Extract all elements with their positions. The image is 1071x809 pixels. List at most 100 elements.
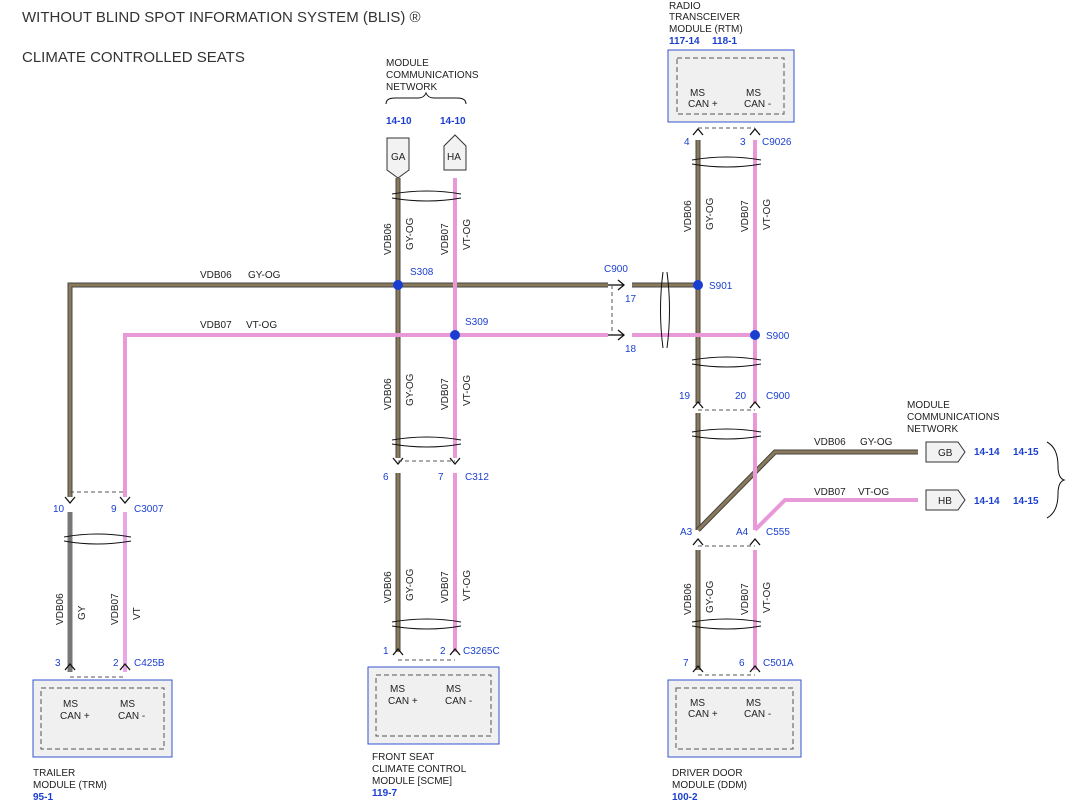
module-scme[interactable]: MS CAN + MS CAN - FRONT SEAT CLIMATE CON… <box>367 666 500 799</box>
pin-c425b-3: 3 <box>55 658 61 669</box>
hb-ref-2: 14-15 <box>1013 496 1039 507</box>
twist-markers <box>63 156 762 630</box>
wire-label-vdb06-h: VDB06 <box>200 270 232 281</box>
connector-c501a: C501A <box>763 658 794 669</box>
trm-pin-a2: CAN + <box>60 711 90 722</box>
vlabel-vdb07-1: VDB07 <box>440 223 451 255</box>
pin-c3007-10: 10 <box>53 504 65 515</box>
module-rtm[interactable]: RADIO TRANSCEIVER MODULE (RTM) 117-14 11… <box>667 1 795 123</box>
pin-c425b-2: 2 <box>113 658 119 669</box>
top-network-ref-left: 14-10 <box>386 116 412 127</box>
trm-name-1: TRAILER <box>33 768 75 779</box>
trm-pin-b: MS <box>120 699 135 710</box>
wire-label-vdb06-gb: VDB06 <box>814 437 846 448</box>
pin-c555-a3: A3 <box>680 527 693 538</box>
splice-label-s900: S900 <box>766 331 790 342</box>
wire-color-gy-og-h: GY-OG <box>248 270 281 281</box>
pin-c900-20: 20 <box>735 391 747 402</box>
right-network-line2: COMMUNICATIONS <box>907 412 1000 423</box>
vlabel-gyog-1: GY-OG <box>405 217 416 250</box>
splice-s900 <box>750 330 760 340</box>
scme-name-1: FRONT SEAT <box>372 752 434 763</box>
hb-ref-1: 14-14 <box>974 496 1000 507</box>
wire-label-vdb07-h: VDB07 <box>200 320 232 331</box>
scme-name-2: CLIMATE CONTROL <box>372 764 467 775</box>
pin-c3265c-2: 2 <box>440 646 446 657</box>
vlabel-vdb07-5: VDB07 <box>740 583 751 615</box>
wire-color-vt-og-hb: VT-OG <box>858 487 889 498</box>
splice-label-s901: S901 <box>709 281 733 292</box>
ddm-pin-b2: CAN - <box>744 709 771 720</box>
wire-vdb06-network <box>67 140 918 670</box>
splice-label-s309: S309 <box>465 317 489 328</box>
vlabel-gyog-2: GY-OG <box>405 373 416 406</box>
pin-c312-7: 7 <box>438 472 444 483</box>
splice-s309 <box>450 330 460 340</box>
connector-ha-label: HA <box>447 152 461 163</box>
top-network-line2: COMMUNICATIONS <box>386 70 479 81</box>
vlabel-vdb06-4: VDB06 <box>683 200 694 232</box>
vlabel-vdb07-4: VDB07 <box>740 200 751 232</box>
vlabel-vt: VT <box>132 607 143 620</box>
connector-c3007: C3007 <box>134 504 164 515</box>
connector-c312: C312 <box>465 472 489 483</box>
diagram-title: WITHOUT BLIND SPOT INFORMATION SYSTEM (B… <box>22 9 421 26</box>
scme-pin-a: MS <box>390 684 405 695</box>
connector-ha-shape <box>443 134 467 171</box>
pin-c900-17: 17 <box>625 294 637 305</box>
connector-shells <box>70 127 755 678</box>
scme-ref[interactable]: 119-7 <box>372 788 397 799</box>
wire-label-vdb07-hb: VDB07 <box>814 487 846 498</box>
vlabel-vdb06-3: VDB06 <box>383 571 394 603</box>
rtm-ref-1[interactable]: 117-14 <box>669 36 700 47</box>
module-trm[interactable]: MS CAN + MS CAN - TRAILER MODULE (TRM) 9… <box>32 679 173 803</box>
ddm-pin-b: MS <box>746 698 761 709</box>
vlabel-vdb06-5: VDB06 <box>683 583 694 615</box>
pin-c3265c-1: 1 <box>383 646 389 657</box>
connector-gb-shape <box>925 441 966 463</box>
rtm-pin-a: MS <box>690 88 705 99</box>
right-network-line3: NETWORK <box>907 424 958 435</box>
top-network-ref-right: 14-10 <box>440 116 466 127</box>
connector-hb-label: HB <box>938 496 952 507</box>
vlabel-vdb07-2: VDB07 <box>440 378 451 410</box>
connector-c3265c: C3265C <box>463 646 500 657</box>
pin-c3007-9: 9 <box>111 504 117 515</box>
connector-arrows <box>64 127 761 673</box>
trm-name-2: MODULE (TRM) <box>33 780 107 791</box>
module-ddm[interactable]: MS CAN + MS CAN - DRIVER DOOR MODULE (DD… <box>667 679 802 803</box>
vlabel-vdb06-1: VDB06 <box>383 223 394 255</box>
vlabel-vtog-1: VT-OG <box>462 219 473 250</box>
splice-s901 <box>693 280 703 290</box>
diagram-subtitle: CLIMATE CONTROLLED SEATS <box>22 49 245 66</box>
connector-ga-label: GA <box>391 152 406 163</box>
pin-rtm-4: 4 <box>684 137 690 148</box>
rtm-name-1: RADIO <box>669 1 701 12</box>
trm-ref[interactable]: 95-1 <box>33 792 53 803</box>
vlabel-vtog-5: VT-OG <box>762 582 773 613</box>
pin-c900-19: 19 <box>679 391 691 402</box>
vlabel-vdb07-6: VDB07 <box>110 593 121 625</box>
gb-ref-1: 14-14 <box>974 447 1000 458</box>
scme-pin-a2: CAN + <box>388 696 418 707</box>
vlabel-vdb06-2: VDB06 <box>383 378 394 410</box>
rtm-name-3: MODULE (RTM) <box>669 24 743 35</box>
rtm-pin-b: MS <box>746 88 761 99</box>
connector-hb-shape <box>925 489 966 511</box>
right-network-line1: MODULE <box>907 400 950 411</box>
ddm-pin-a2: CAN + <box>688 709 718 720</box>
right-network: MODULE COMMUNICATIONS NETWORK GB HB 14-1… <box>907 400 1066 519</box>
vlabel-gyog-3: GY-OG <box>405 568 416 601</box>
ddm-name-1: DRIVER DOOR <box>672 768 743 779</box>
ddm-ref[interactable]: 100-2 <box>672 792 698 803</box>
top-network: MODULE COMMUNICATIONS NETWORK 14-10 14-1… <box>385 58 479 179</box>
pin-c900-18: 18 <box>625 344 637 355</box>
vlabel-vtog-3: VT-OG <box>462 570 473 601</box>
pin-rtm-3: 3 <box>740 137 746 148</box>
connector-gb-label: GB <box>938 448 953 459</box>
vlabel-vdb06-6: VDB06 <box>55 593 66 625</box>
connector-c425b: C425B <box>134 658 165 669</box>
pin-c501a-6: 6 <box>739 658 745 669</box>
rtm-ref-2[interactable]: 118-1 <box>712 36 737 47</box>
